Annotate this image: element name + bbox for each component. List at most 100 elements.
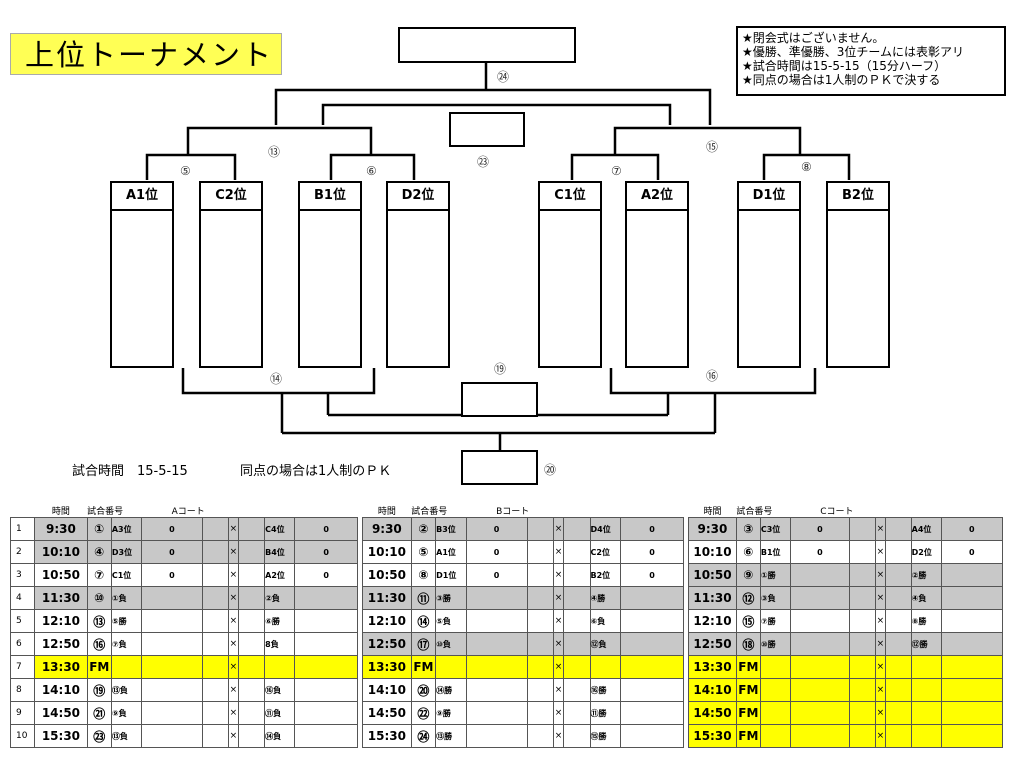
team1: ⑨勝 bbox=[435, 701, 467, 725]
team2 bbox=[910, 678, 942, 702]
row-number: 8 bbox=[9, 678, 36, 702]
team-label: A1位 bbox=[112, 183, 172, 211]
match-time: 11:30 bbox=[34, 586, 88, 610]
game-number: ㉑ bbox=[86, 701, 112, 725]
score1 bbox=[465, 586, 528, 610]
note-line: ★試合時間は15-5-15（15分ハーフ） bbox=[742, 59, 947, 73]
score2 bbox=[940, 678, 1004, 702]
team2: ⑫勝 bbox=[910, 632, 942, 656]
team-label: C2位 bbox=[201, 183, 261, 211]
score1 bbox=[789, 632, 851, 656]
match-time: 10:10 bbox=[34, 540, 88, 564]
vs-mark: × bbox=[552, 540, 565, 564]
score2 bbox=[940, 701, 1004, 725]
match-number: ㉓ bbox=[477, 155, 490, 169]
game-number: FM bbox=[735, 724, 761, 748]
game-number: ⑰ bbox=[410, 632, 437, 656]
vs-mark: × bbox=[227, 517, 239, 541]
score1: 0 bbox=[789, 540, 851, 564]
match-time: 10:50 bbox=[362, 563, 412, 587]
score2: 0 bbox=[294, 517, 358, 541]
match-time: 14:50 bbox=[688, 701, 737, 725]
vs-mark: × bbox=[227, 724, 239, 748]
team2: ⑫負 bbox=[589, 632, 621, 656]
header-game: 試合番号 bbox=[411, 504, 467, 518]
vs-mark: × bbox=[227, 632, 239, 656]
match-19-box bbox=[461, 382, 538, 417]
score1 bbox=[789, 655, 851, 679]
score2 bbox=[619, 632, 685, 656]
match-time: 14:10 bbox=[362, 678, 412, 702]
team1: C3位 bbox=[759, 517, 791, 541]
game-number: ㉔ bbox=[410, 724, 437, 748]
note-line: ★閉会式はございません。 bbox=[742, 31, 885, 45]
score1: 0 bbox=[789, 517, 851, 541]
team1: B3位 bbox=[435, 517, 467, 541]
vs-mark: × bbox=[874, 701, 886, 725]
score2: 0 bbox=[619, 517, 685, 541]
team2 bbox=[910, 724, 942, 748]
game-number: ⑭ bbox=[410, 609, 437, 633]
game-number: FM bbox=[410, 655, 437, 679]
vs-mark: × bbox=[227, 701, 239, 725]
note-line: ★優勝、準優勝、3位チームには表彰アリ bbox=[742, 45, 965, 59]
team1: ⑭勝 bbox=[435, 678, 467, 702]
final-winner-box bbox=[398, 27, 576, 63]
team2 bbox=[264, 655, 296, 679]
match-time: 10:50 bbox=[34, 563, 88, 587]
match-number: ⑦ bbox=[611, 164, 622, 178]
score1 bbox=[141, 724, 203, 748]
court-name: Bコート bbox=[466, 504, 684, 518]
team-slot: A2位 bbox=[625, 181, 689, 368]
team1: ⑨負 bbox=[110, 701, 143, 725]
row-number: 9 bbox=[9, 701, 36, 725]
game-number: ⑬ bbox=[86, 609, 112, 633]
team1 bbox=[759, 655, 791, 679]
footer-rules: 試合時間 15-5-15 同点の場合は1人制のＰＫ bbox=[72, 460, 391, 479]
game-number: ② bbox=[410, 517, 437, 541]
team2 bbox=[910, 655, 942, 679]
score1 bbox=[465, 632, 528, 656]
score2 bbox=[294, 678, 358, 702]
team1: ⑬負 bbox=[110, 724, 143, 748]
match-time: 11:30 bbox=[688, 586, 737, 610]
game-number: ③ bbox=[735, 517, 761, 541]
score2 bbox=[619, 701, 685, 725]
vs-mark: × bbox=[552, 517, 565, 541]
team-label: B1位 bbox=[300, 183, 360, 211]
score1 bbox=[141, 701, 203, 725]
score1: 0 bbox=[465, 540, 528, 564]
team2: ⑪負 bbox=[264, 701, 296, 725]
row-number: 6 bbox=[9, 632, 36, 656]
team-slot: B2位 bbox=[826, 181, 890, 368]
team2: ⑥負 bbox=[589, 609, 621, 633]
third-place-box bbox=[449, 112, 525, 147]
team1: C1位 bbox=[110, 563, 143, 587]
team-label: A2位 bbox=[627, 183, 687, 211]
notes-box: ★閉会式はございません。 ★優勝、準優勝、3位チームには表彰アリ ★試合時間は1… bbox=[736, 26, 1006, 96]
vs-mark: × bbox=[552, 678, 565, 702]
team1: ⑬勝 bbox=[435, 724, 467, 748]
vs-mark: × bbox=[874, 609, 886, 633]
team1: A1位 bbox=[435, 540, 467, 564]
row-number: 2 bbox=[9, 540, 36, 564]
match-time: 10:50 bbox=[688, 563, 737, 587]
team-slot: B1位 bbox=[298, 181, 362, 368]
note-line: ★同点の場合は1人制のＰＫで決する bbox=[742, 73, 941, 87]
team-slot: A1位 bbox=[110, 181, 174, 368]
team1: A3位 bbox=[110, 517, 143, 541]
match-time: 11:30 bbox=[362, 586, 412, 610]
row-number: 7 bbox=[9, 655, 36, 679]
game-number: ㉓ bbox=[86, 724, 112, 748]
match-time: 15:30 bbox=[362, 724, 412, 748]
score1 bbox=[789, 586, 851, 610]
